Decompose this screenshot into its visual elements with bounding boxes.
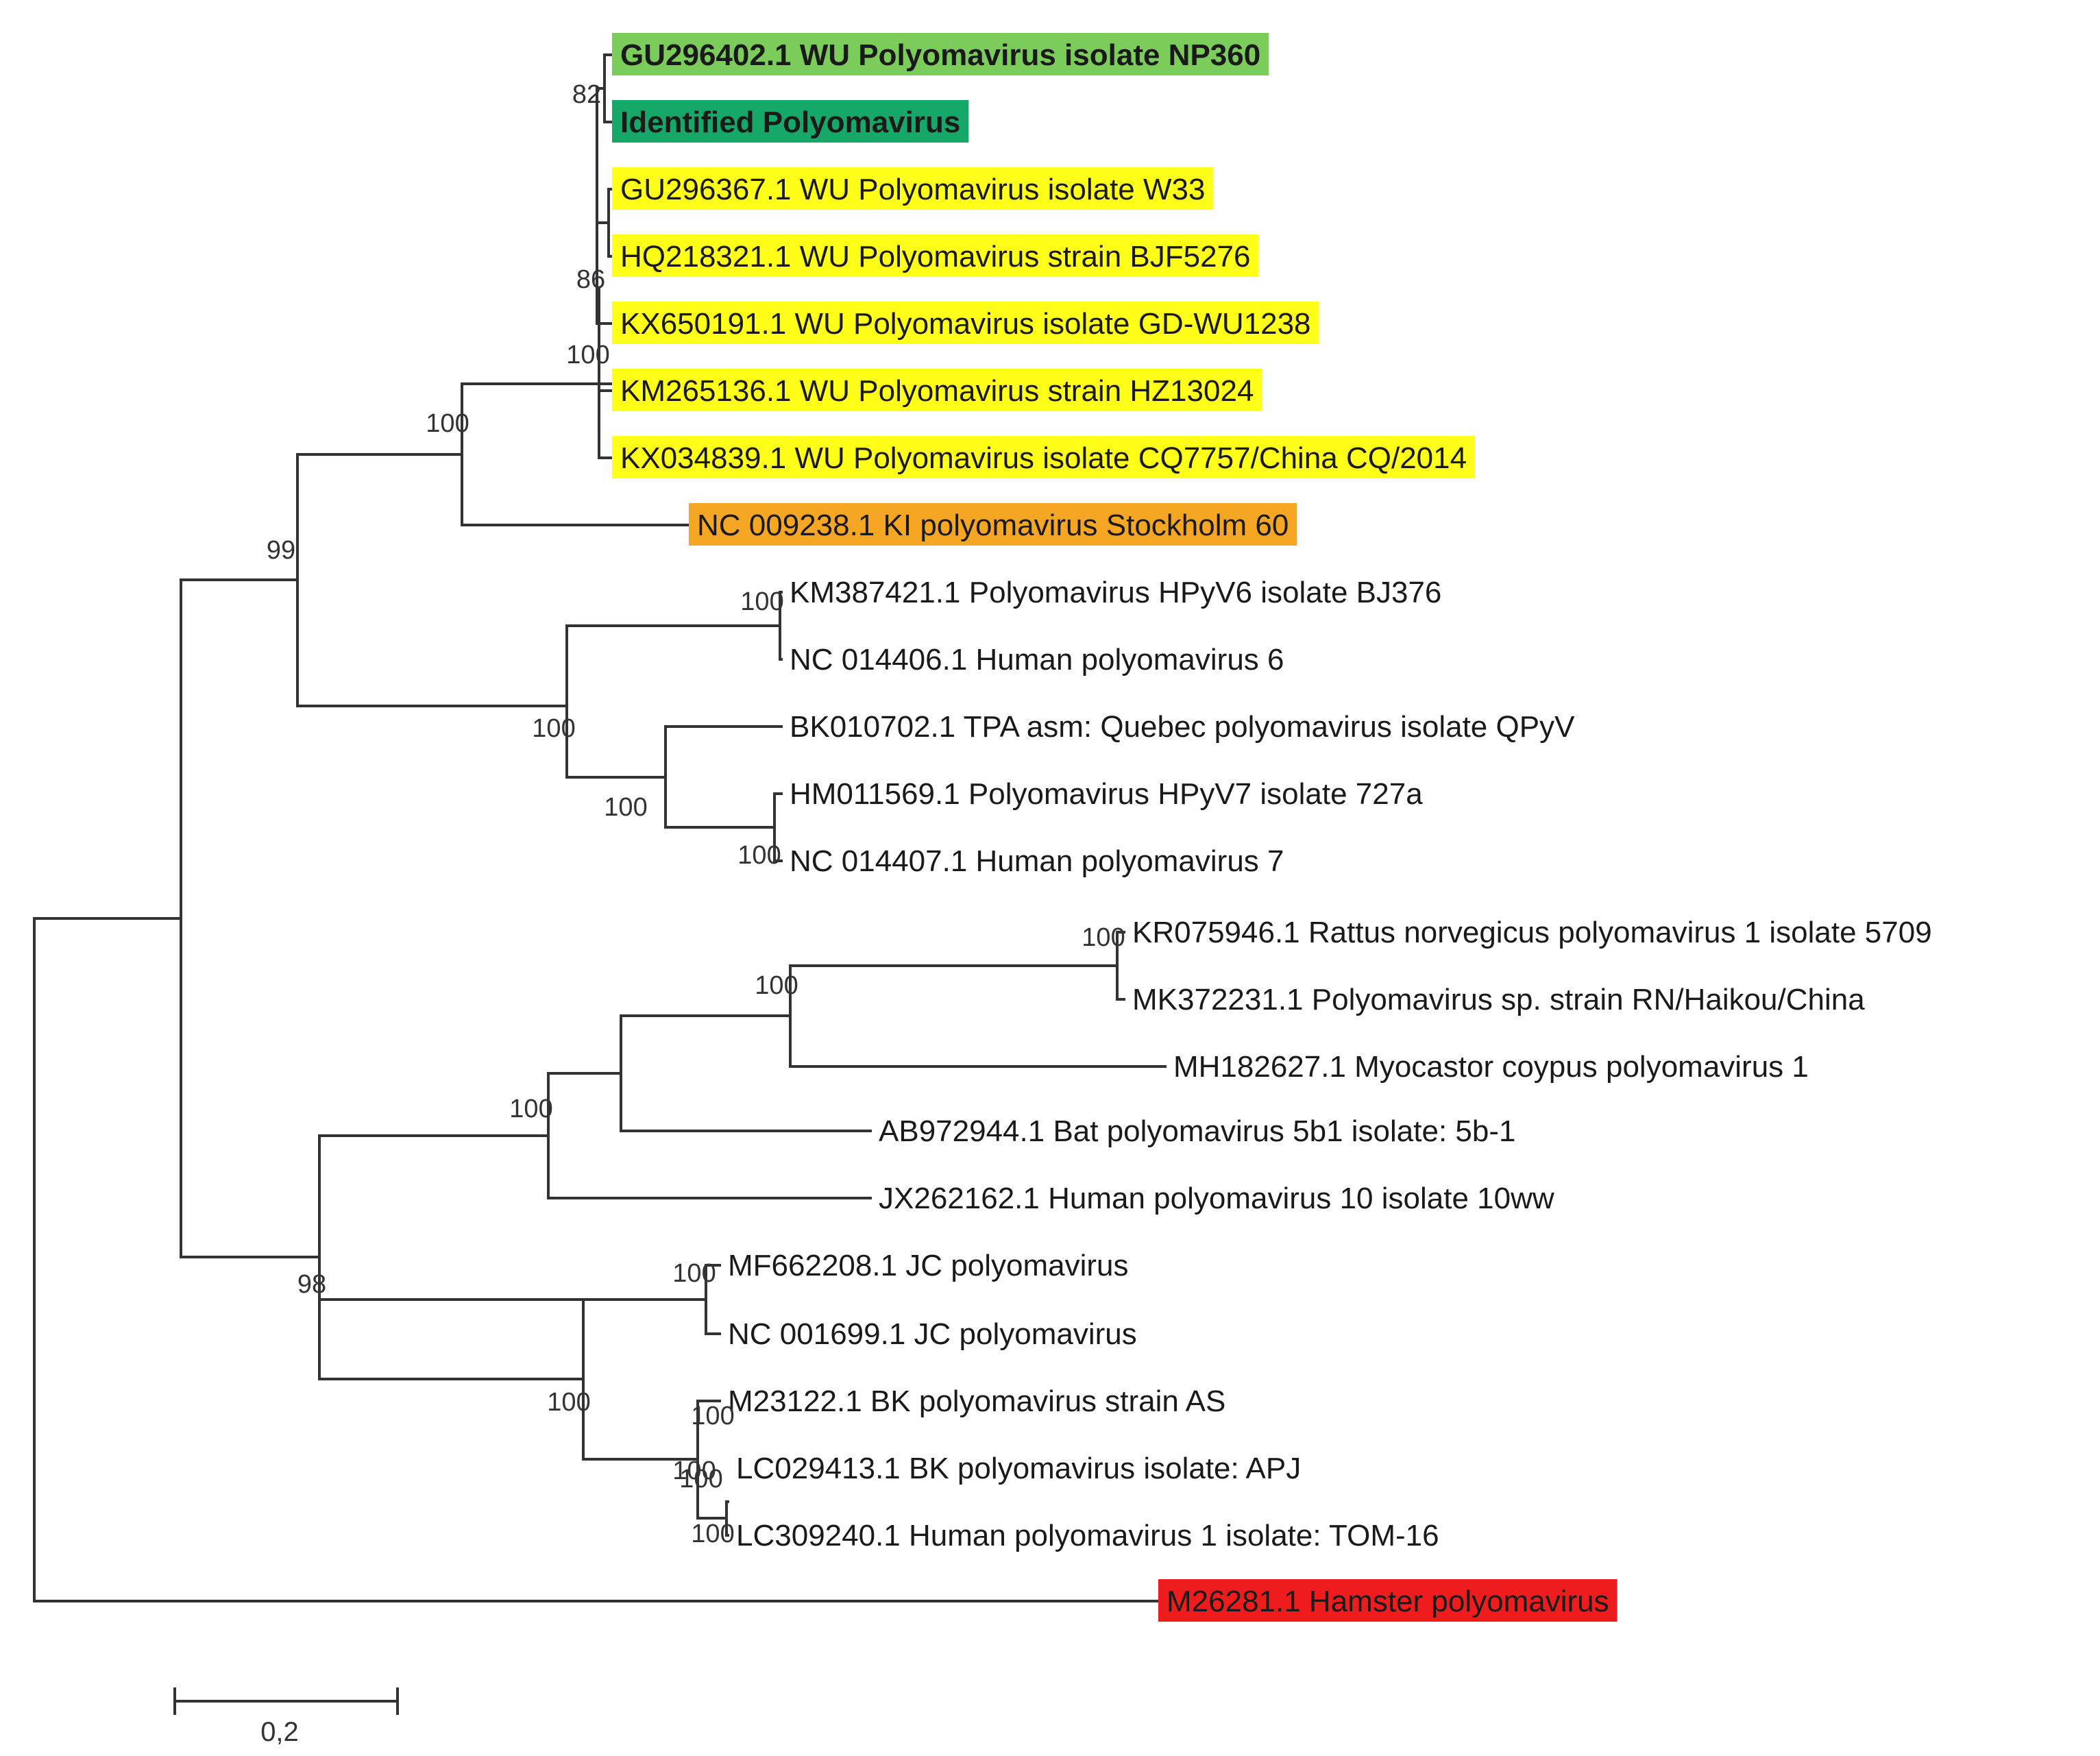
taxon-leaf: M26281.1 Hamster polyomavirus: [1158, 1579, 1617, 1622]
taxon-highlight: [612, 369, 1262, 411]
bootstrap-value: 100: [426, 409, 469, 438]
taxon-leaf: JX262162.1 Human polyomavirus 10 isolate…: [879, 1182, 1554, 1215]
taxon-leaf: NC 009238.1 KI polyomavirus Stockholm 60: [689, 503, 1297, 546]
taxon-leaf: KX650191.1 WU Polyomavirus isolate GD-WU…: [612, 302, 1319, 344]
taxon-label: Identified Polyomavirus: [620, 106, 960, 139]
taxon-label: KR075946.1 Rattus norvegicus polyomaviru…: [1132, 916, 1932, 949]
taxon-leaf: MH182627.1 Myocastor coypus polyomavirus…: [1173, 1050, 1809, 1084]
bootstrap-value: 100: [566, 341, 609, 369]
bootstrap-value: 100: [691, 1520, 734, 1548]
taxon-label: M23122.1 BK polyomavirus strain AS: [728, 1385, 1225, 1418]
taxon-label: HM011569.1 Polyomavirus HPyV7 isolate 72…: [790, 777, 1423, 811]
taxon-label: KX650191.1 WU Polyomavirus isolate GD-WU…: [620, 307, 1311, 341]
taxon-label: KM387421.1 Polyomavirus HPyV6 isolate BJ…: [790, 576, 1441, 609]
scale-bar: 0,2: [173, 1687, 399, 1747]
taxon-label: M26281.1 Hamster polyomavirus: [1167, 1585, 1609, 1618]
taxon-highlight: [612, 100, 969, 143]
taxon-label: LC309240.1 Human polyomavirus 1 isolate:…: [736, 1519, 1439, 1552]
taxon-leaf: NC 014406.1 Human polyomavirus 6: [790, 643, 1284, 676]
bootstrap-value: 100: [1082, 923, 1125, 952]
taxon-label: NC 014407.1 Human polyomavirus 7: [790, 844, 1284, 878]
taxon-label: GU296402.1 WU Polyomavirus isolate NP360: [620, 38, 1260, 72]
taxon-highlight: [612, 302, 1319, 344]
taxon-label: KM265136.1 WU Polyomavirus strain HZ1302…: [620, 374, 1254, 408]
taxon-leaf: BK010702.1 TPA asm: Quebec polyomavirus …: [790, 710, 1575, 744]
taxon-highlight: [612, 33, 1269, 75]
bootstrap-value: 100: [672, 1259, 716, 1288]
taxon-label: AB972944.1 Bat polyomavirus 5b1 isolate:…: [879, 1114, 1515, 1148]
taxon-leaf: LC029413.1 BK polyomavirus isolate: APJ: [736, 1452, 1301, 1485]
taxon-label: LC029413.1 BK polyomavirus isolate: APJ: [736, 1452, 1301, 1485]
taxon-leaf: GU296367.1 WU Polyomavirus isolate W33: [612, 167, 1214, 210]
taxon-label: BK010702.1 TPA asm: Quebec polyomavirus …: [790, 710, 1575, 744]
taxon-label: NC 009238.1 KI polyomavirus Stockholm 60: [697, 509, 1289, 542]
bootstrap-value: 100: [547, 1388, 590, 1417]
bootstrap-value: 100: [672, 1456, 716, 1485]
taxon-label: NC 014406.1 Human polyomavirus 6: [790, 643, 1284, 676]
taxon-leaf: LC309240.1 Human polyomavirus 1 isolate:…: [736, 1519, 1439, 1552]
bootstrap-value: 99: [267, 536, 295, 565]
taxon-label: MK372231.1 Polyomavirus sp. strain RN/Ha…: [1132, 983, 1865, 1016]
taxon-leaf: M23122.1 BK polyomavirus strain AS: [728, 1385, 1225, 1418]
taxon-highlight: [612, 436, 1476, 478]
taxon-highlight: [612, 167, 1214, 210]
taxon-leaf: HM011569.1 Polyomavirus HPyV7 isolate 72…: [790, 777, 1423, 811]
taxon-leaf: MF662208.1 JC polyomavirus: [728, 1249, 1128, 1282]
scale-bar-label: 0,2: [260, 1717, 299, 1747]
bootstrap-value: 98: [297, 1270, 326, 1299]
taxon-leaf: Identified Polyomavirus: [612, 100, 969, 143]
taxon-leaf: KX034839.1 WU Polyomavirus isolate CQ775…: [612, 436, 1476, 478]
taxon-leaf: GU296402.1 WU Polyomavirus isolate NP360: [612, 33, 1269, 75]
bootstrap-value: 86: [576, 265, 605, 294]
bootstrap-value: 100: [604, 793, 647, 822]
tree-leaves: GU296402.1 WU Polyomavirus isolate NP360…: [612, 33, 1932, 1622]
taxon-leaf: KR075946.1 Rattus norvegicus polyomaviru…: [1132, 916, 1932, 949]
taxon-leaf: HQ218321.1 WU Polyomavirus strain BJF527…: [612, 234, 1259, 277]
taxon-label: MF662208.1 JC polyomavirus: [728, 1249, 1128, 1282]
bootstrap-value: 100: [691, 1402, 734, 1430]
taxon-label: JX262162.1 Human polyomavirus 10 isolate…: [879, 1182, 1554, 1215]
taxon-label: MH182627.1 Myocastor coypus polyomavirus…: [1173, 1050, 1809, 1084]
taxon-leaf: NC 014407.1 Human polyomavirus 7: [790, 844, 1284, 878]
taxon-highlight: [1158, 1579, 1617, 1622]
taxon-leaf: AB972944.1 Bat polyomavirus 5b1 isolate:…: [879, 1114, 1515, 1148]
taxon-leaf: KM265136.1 WU Polyomavirus strain HZ1302…: [612, 369, 1262, 411]
bootstrap-value: 100: [532, 714, 575, 743]
bootstrap-value: 100: [740, 587, 783, 616]
bootstrap-value: 100: [509, 1095, 552, 1123]
bootstrap-value: 100: [737, 841, 781, 870]
bootstrap-values: 8286100100991001001001001001001001009810…: [267, 80, 1125, 1548]
tree-branches: [33, 53, 1167, 1602]
taxon-label: KX034839.1 WU Polyomavirus isolate CQ775…: [620, 441, 1467, 475]
taxon-label: NC 001699.1 JC polyomavirus: [728, 1317, 1137, 1351]
taxon-highlight: [612, 234, 1259, 277]
taxon-label: HQ218321.1 WU Polyomavirus strain BJF527…: [620, 240, 1251, 273]
bootstrap-value: 82: [572, 80, 601, 109]
taxon-label: GU296367.1 WU Polyomavirus isolate W33: [620, 173, 1205, 206]
bootstrap-value: 100: [679, 1465, 722, 1493]
taxon-leaf: NC 001699.1 JC polyomavirus: [728, 1317, 1137, 1351]
taxon-leaf: KM387421.1 Polyomavirus HPyV6 isolate BJ…: [790, 576, 1441, 609]
bootstrap-value: 100: [755, 971, 798, 1000]
taxon-leaf: MK372231.1 Polyomavirus sp. strain RN/Ha…: [1132, 983, 1865, 1016]
taxon-highlight: [689, 503, 1297, 546]
